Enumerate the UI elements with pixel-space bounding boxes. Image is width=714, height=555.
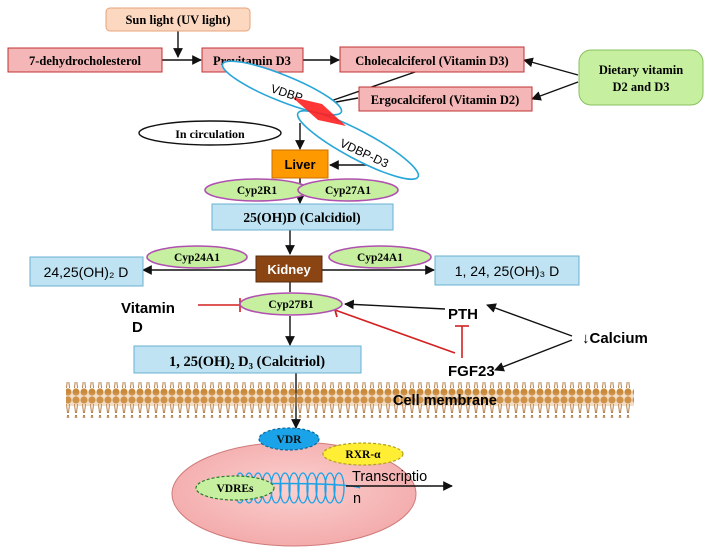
vitamin-regulator-line1: Vitamin [121, 300, 175, 317]
calcitriol-box: 1, 25(OH)₂ D₃ (Calcitriol) [133, 345, 362, 374]
vdres-label: VDREs [216, 483, 254, 495]
transcription: Transcriptio n [346, 469, 453, 507]
cell-membrane-label: Cell membrane [393, 393, 497, 409]
ergocalciferol-label: Ergocalciferol (Vitamin D2) [371, 93, 520, 107]
fgf23-label: FGF23 [448, 363, 495, 380]
dietary-box: Dietary vitamin D2 and D3 [578, 49, 704, 106]
vdres-element: VDREs [195, 475, 275, 501]
liver-label: Liver [284, 157, 315, 172]
cyp2r1-label: Cyp2R1 [237, 185, 278, 197]
cyp24a1-left-label: Cyp24A1 [174, 252, 220, 264]
dietary-label-line2: D2 and D3 [613, 80, 670, 94]
liver-box: Liver [271, 149, 329, 179]
rxr-receptor: RXR-α [322, 442, 404, 466]
vdr-label: VDR [277, 434, 303, 446]
vitamin-regulator-line2: D [132, 319, 143, 336]
dietary-label-line1: Dietary vitamin [599, 63, 683, 77]
calcium-label: ↓Calcium [582, 330, 648, 347]
cholecalciferol-box: Cholecalciferol (Vitamin D3) [339, 46, 525, 73]
product-24-25-label: 24,25(OH)₂ D [44, 264, 129, 280]
liver-enzymes: Cyp2R1 Cyp27A1 [204, 178, 399, 202]
cyp27a1-label: Cyp27A1 [325, 185, 371, 197]
transcription-label-line2: n [353, 491, 361, 507]
cyp24a1-right-label: Cyp24A1 [357, 252, 403, 264]
dehydrocholesterol-box: 7-dehydrocholesterol [7, 47, 163, 73]
in-circulation-label: In circulation [175, 127, 245, 141]
sunlight-label: Sun light (UV light) [125, 13, 230, 27]
kidney-box: Kidney [255, 255, 323, 283]
kidney-enzymes-top: Cyp24A1 Cyp24A1 [146, 245, 432, 269]
product-1-24-25-label: 1, 24, 25(OH)₃ D [455, 263, 560, 279]
pth-label: PTH [448, 306, 478, 323]
sunlight-box: Sun light (UV light) [105, 7, 251, 32]
rxr-label: RXR-α [345, 449, 381, 461]
product-left-box: 24,25(OH)₂ D [29, 256, 144, 287]
cell-membrane: Cell membrane [66, 382, 634, 418]
cyp27b1-enzyme: Cyp27B1 [239, 292, 343, 316]
dehydrocholesterol-label: 7-dehydrocholesterol [29, 54, 142, 68]
transcription-label-line1: Transcriptio [352, 469, 427, 485]
cyp27b1-label: Cyp27B1 [268, 299, 314, 311]
ergocalciferol-box: Ergocalciferol (Vitamin D2) [358, 86, 533, 112]
calcitriol-label: 1, 25(OH)₂ D₃ (Calcitriol) [169, 354, 325, 370]
cholecalciferol-label: Cholecalciferol (Vitamin D3) [355, 54, 508, 68]
product-right-box: 1, 24, 25(OH)₃ D [434, 255, 580, 286]
kidney-label: Kidney [267, 262, 311, 277]
vdr-receptor: VDR [258, 427, 320, 451]
calcidiol-label: 25(OH)D (Calcidiol) [243, 210, 360, 225]
in-circulation-oval: In circulation [138, 120, 282, 146]
vitamin-d-regulator: Vitamin D [121, 300, 175, 336]
calcidiol-box: 25(OH)D (Calcidiol) [211, 203, 394, 231]
